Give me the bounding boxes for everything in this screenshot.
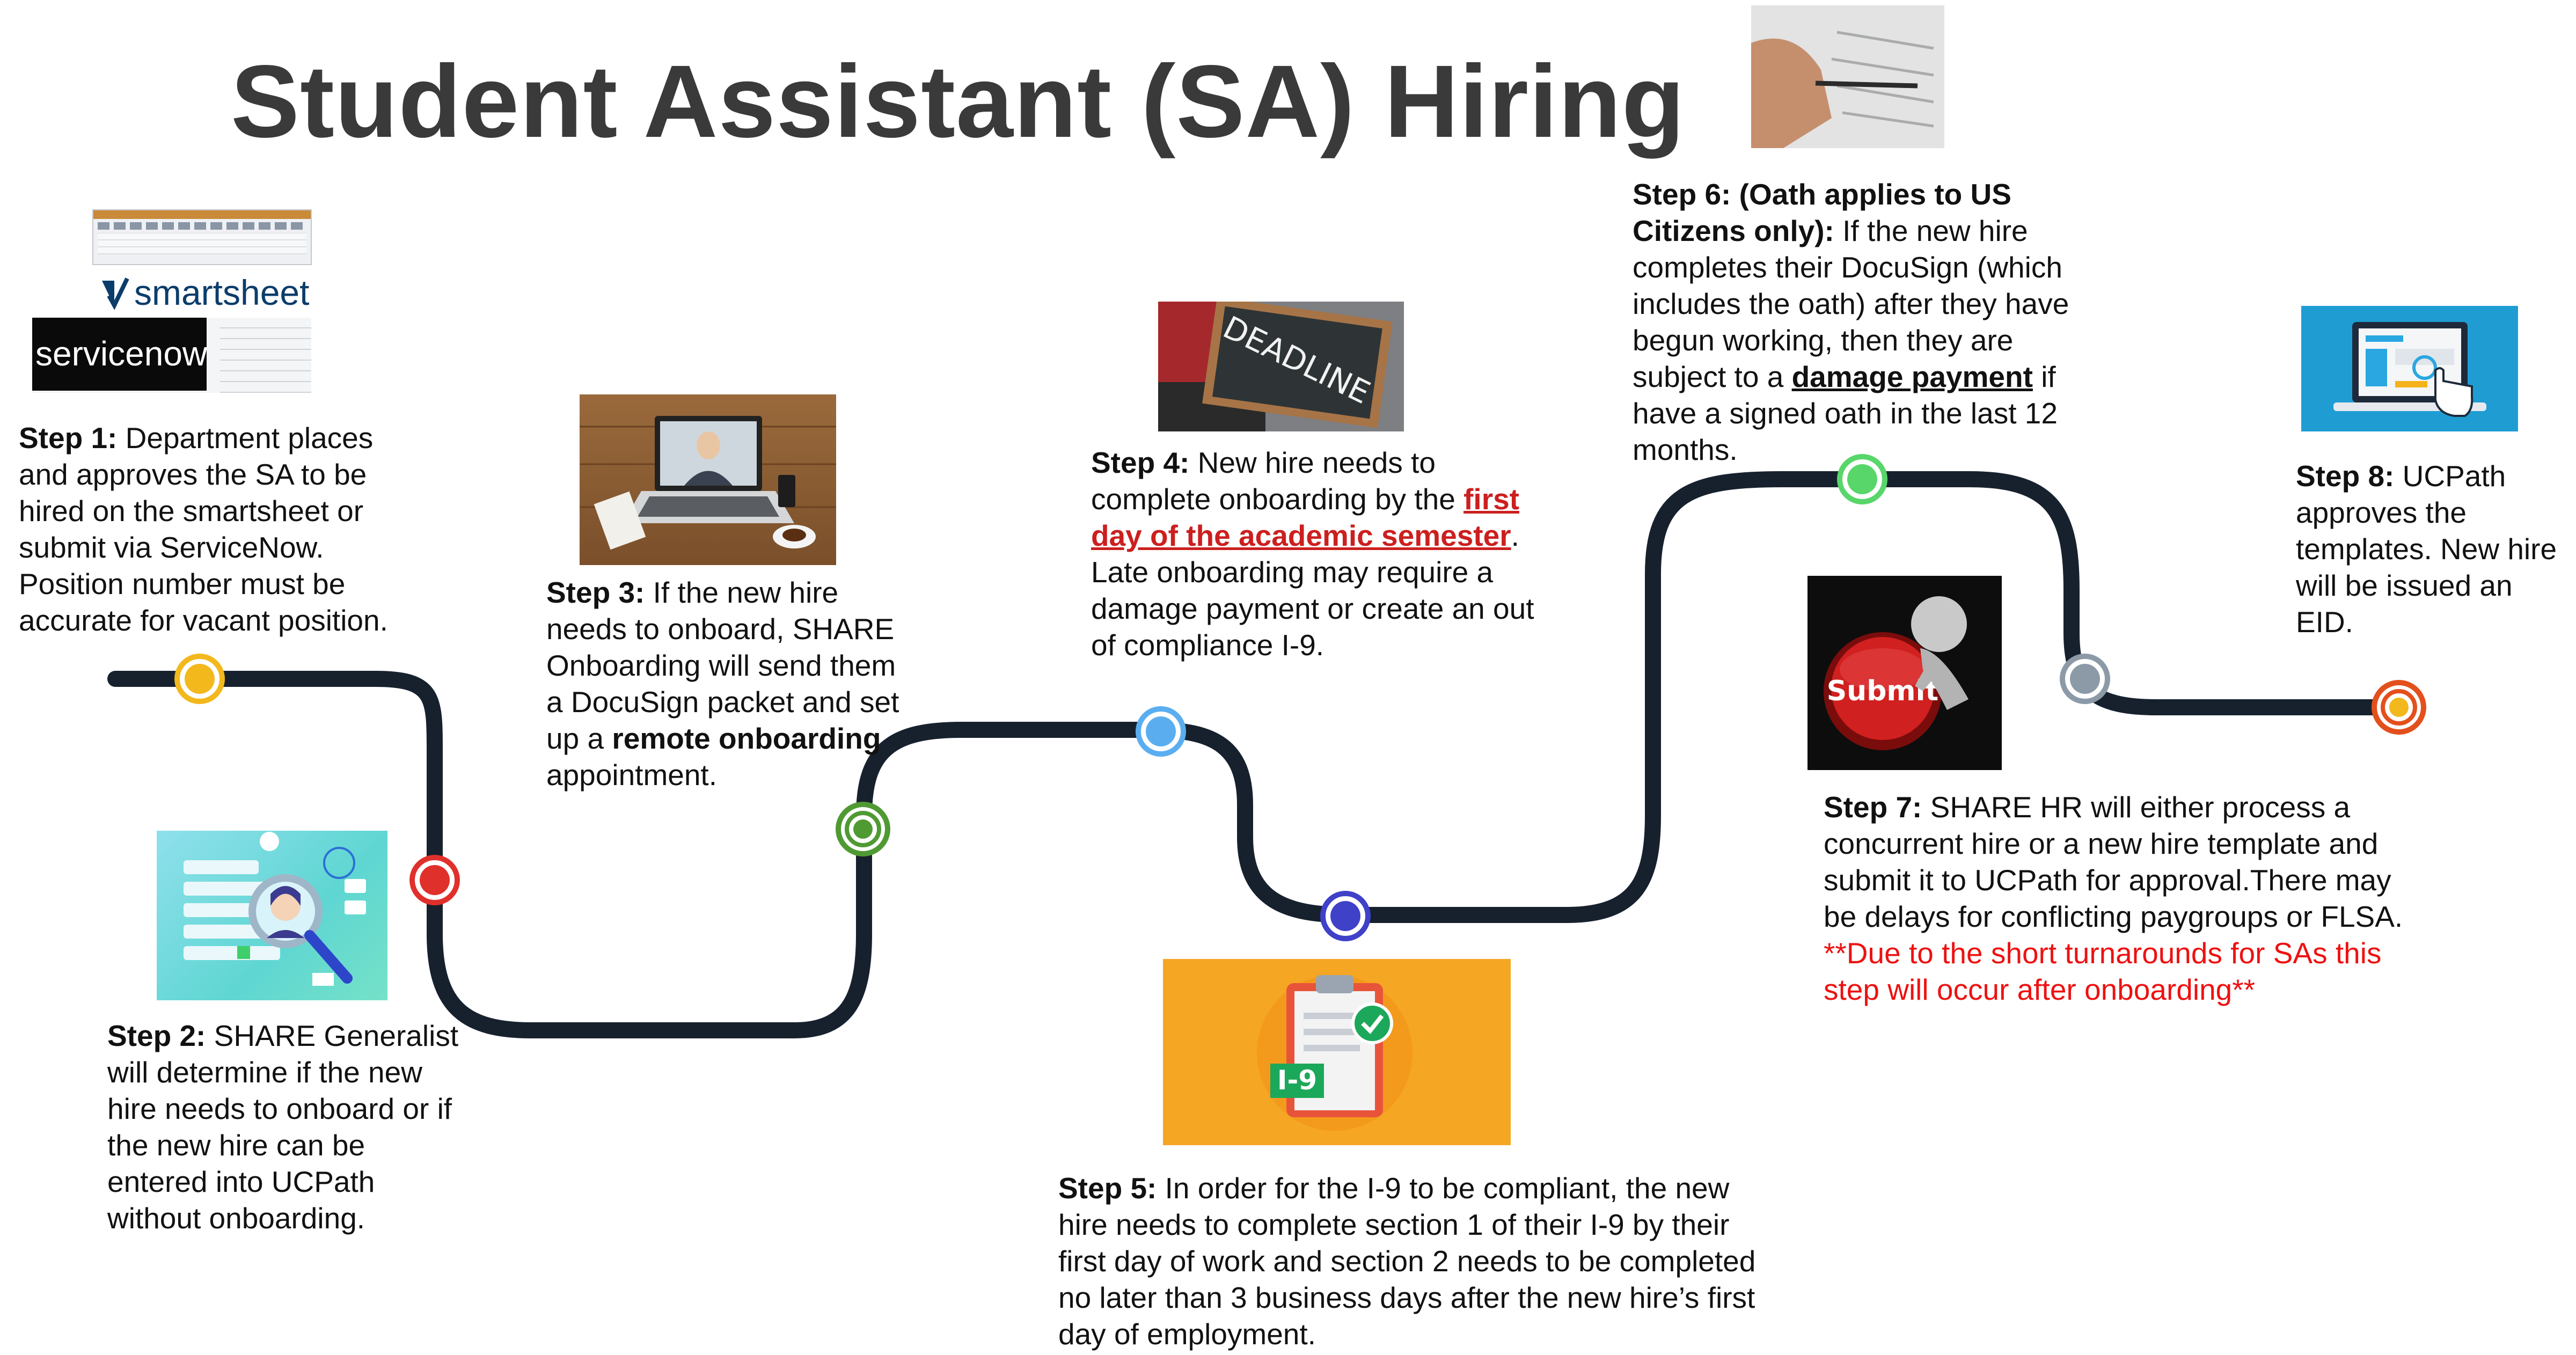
step-4-text: Step 4: New hire needs to complete onboa…	[1091, 444, 1539, 663]
step-6-label: Step 6: (Oath applies to US Citizens onl…	[1633, 178, 2011, 247]
step-3-marker	[836, 802, 890, 856]
step-3-label: Step 3:	[546, 576, 645, 609]
page-title: Student Assistant (SA) Hiring	[231, 43, 1685, 159]
spreadsheet-screenshot	[92, 209, 312, 265]
step-8-label: Step 8:	[2296, 459, 2395, 493]
step-1-marker	[174, 654, 225, 704]
step-4-label: Step 4:	[1091, 446, 1190, 479]
step-2-label: Step 2:	[107, 1019, 206, 1052]
step-7-note: **Due to the short turnarounds for SAs t…	[1824, 936, 2382, 1006]
step-5-label: Step 5:	[1058, 1171, 1157, 1205]
laptop-video-call-photo	[580, 394, 836, 565]
laptop-click-illustration	[2301, 306, 2518, 431]
step-2-marker	[409, 855, 460, 905]
step-8-text: Step 8: UCPath approves the templates. N…	[2296, 458, 2564, 640]
step-2-text: Step 2: SHARE Generalist will determine …	[107, 1017, 462, 1236]
step-3-description: If the new hire needs to onboard, SHARE …	[546, 576, 899, 755]
step-6-emphasis: damage payment	[1791, 360, 2033, 393]
step-5-text: Step 5: In order for the I-9 to be compl…	[1058, 1170, 1756, 1352]
submit-button-photo: Submit	[1807, 576, 2002, 770]
step-4-marker	[1136, 706, 1186, 757]
step-4-emphasis: first day of the academic semester	[1091, 482, 1519, 552]
deadline-chalkboard-photo: DEADLINE	[1158, 302, 1404, 431]
step-3-emphasis: remote onboarding	[612, 722, 881, 755]
signing-document-photo	[1751, 5, 1944, 148]
i9-clipboard-illustration: I-9	[1163, 959, 1511, 1145]
step-1-text: Step 1: Department places and approves t…	[19, 420, 394, 639]
step-6-description: If the new hire completes their DocuSign…	[1633, 214, 2069, 393]
generalist-search-illustration	[157, 831, 387, 1000]
step-4-description: New hire needs to complete onboarding by…	[1091, 446, 1455, 516]
step-1-description: Department places and approves the SA to…	[19, 421, 388, 637]
step-6-text: Step 6: (Oath applies to US Citizens onl…	[1633, 176, 2094, 468]
svg-text:I-9: I-9	[1277, 1065, 1317, 1096]
servicenow-wordmark: servicenow	[35, 334, 208, 373]
step-2-description: SHARE Generalist will determine if the n…	[107, 1019, 459, 1235]
step-4-description-end: . Late onboarding may require a damage p…	[1091, 519, 1534, 662]
step-8-description: UCPath approves the templates. New hire …	[2296, 459, 2557, 639]
smartsheet-wordmark: smartsheet	[134, 273, 310, 312]
step-1-label: Step 1:	[19, 421, 118, 455]
step-6-marker	[1837, 454, 1887, 504]
step-7-text: Step 7: SHARE HR will either process a c…	[1824, 789, 2425, 1008]
step-7-description: SHARE HR will either process a concurren…	[1824, 790, 2403, 933]
step-5-marker	[1320, 891, 1371, 941]
step-5-description: In order for the I-9 to be compliant, th…	[1058, 1171, 1756, 1351]
step-3-text: Step 3: If the new hire needs to onboard…	[546, 574, 917, 793]
step-3-description-end: appointment.	[546, 758, 717, 792]
step-7-label: Step 7:	[1824, 790, 1922, 824]
step-6-description-end: if have a signed oath in the last 12 mon…	[1633, 360, 2058, 466]
step-7-marker	[2060, 654, 2110, 704]
step-8-marker	[2372, 680, 2426, 735]
servicenow-logo: servicenow	[32, 318, 311, 393]
smartsheet-logo: smartsheet	[97, 271, 322, 314]
